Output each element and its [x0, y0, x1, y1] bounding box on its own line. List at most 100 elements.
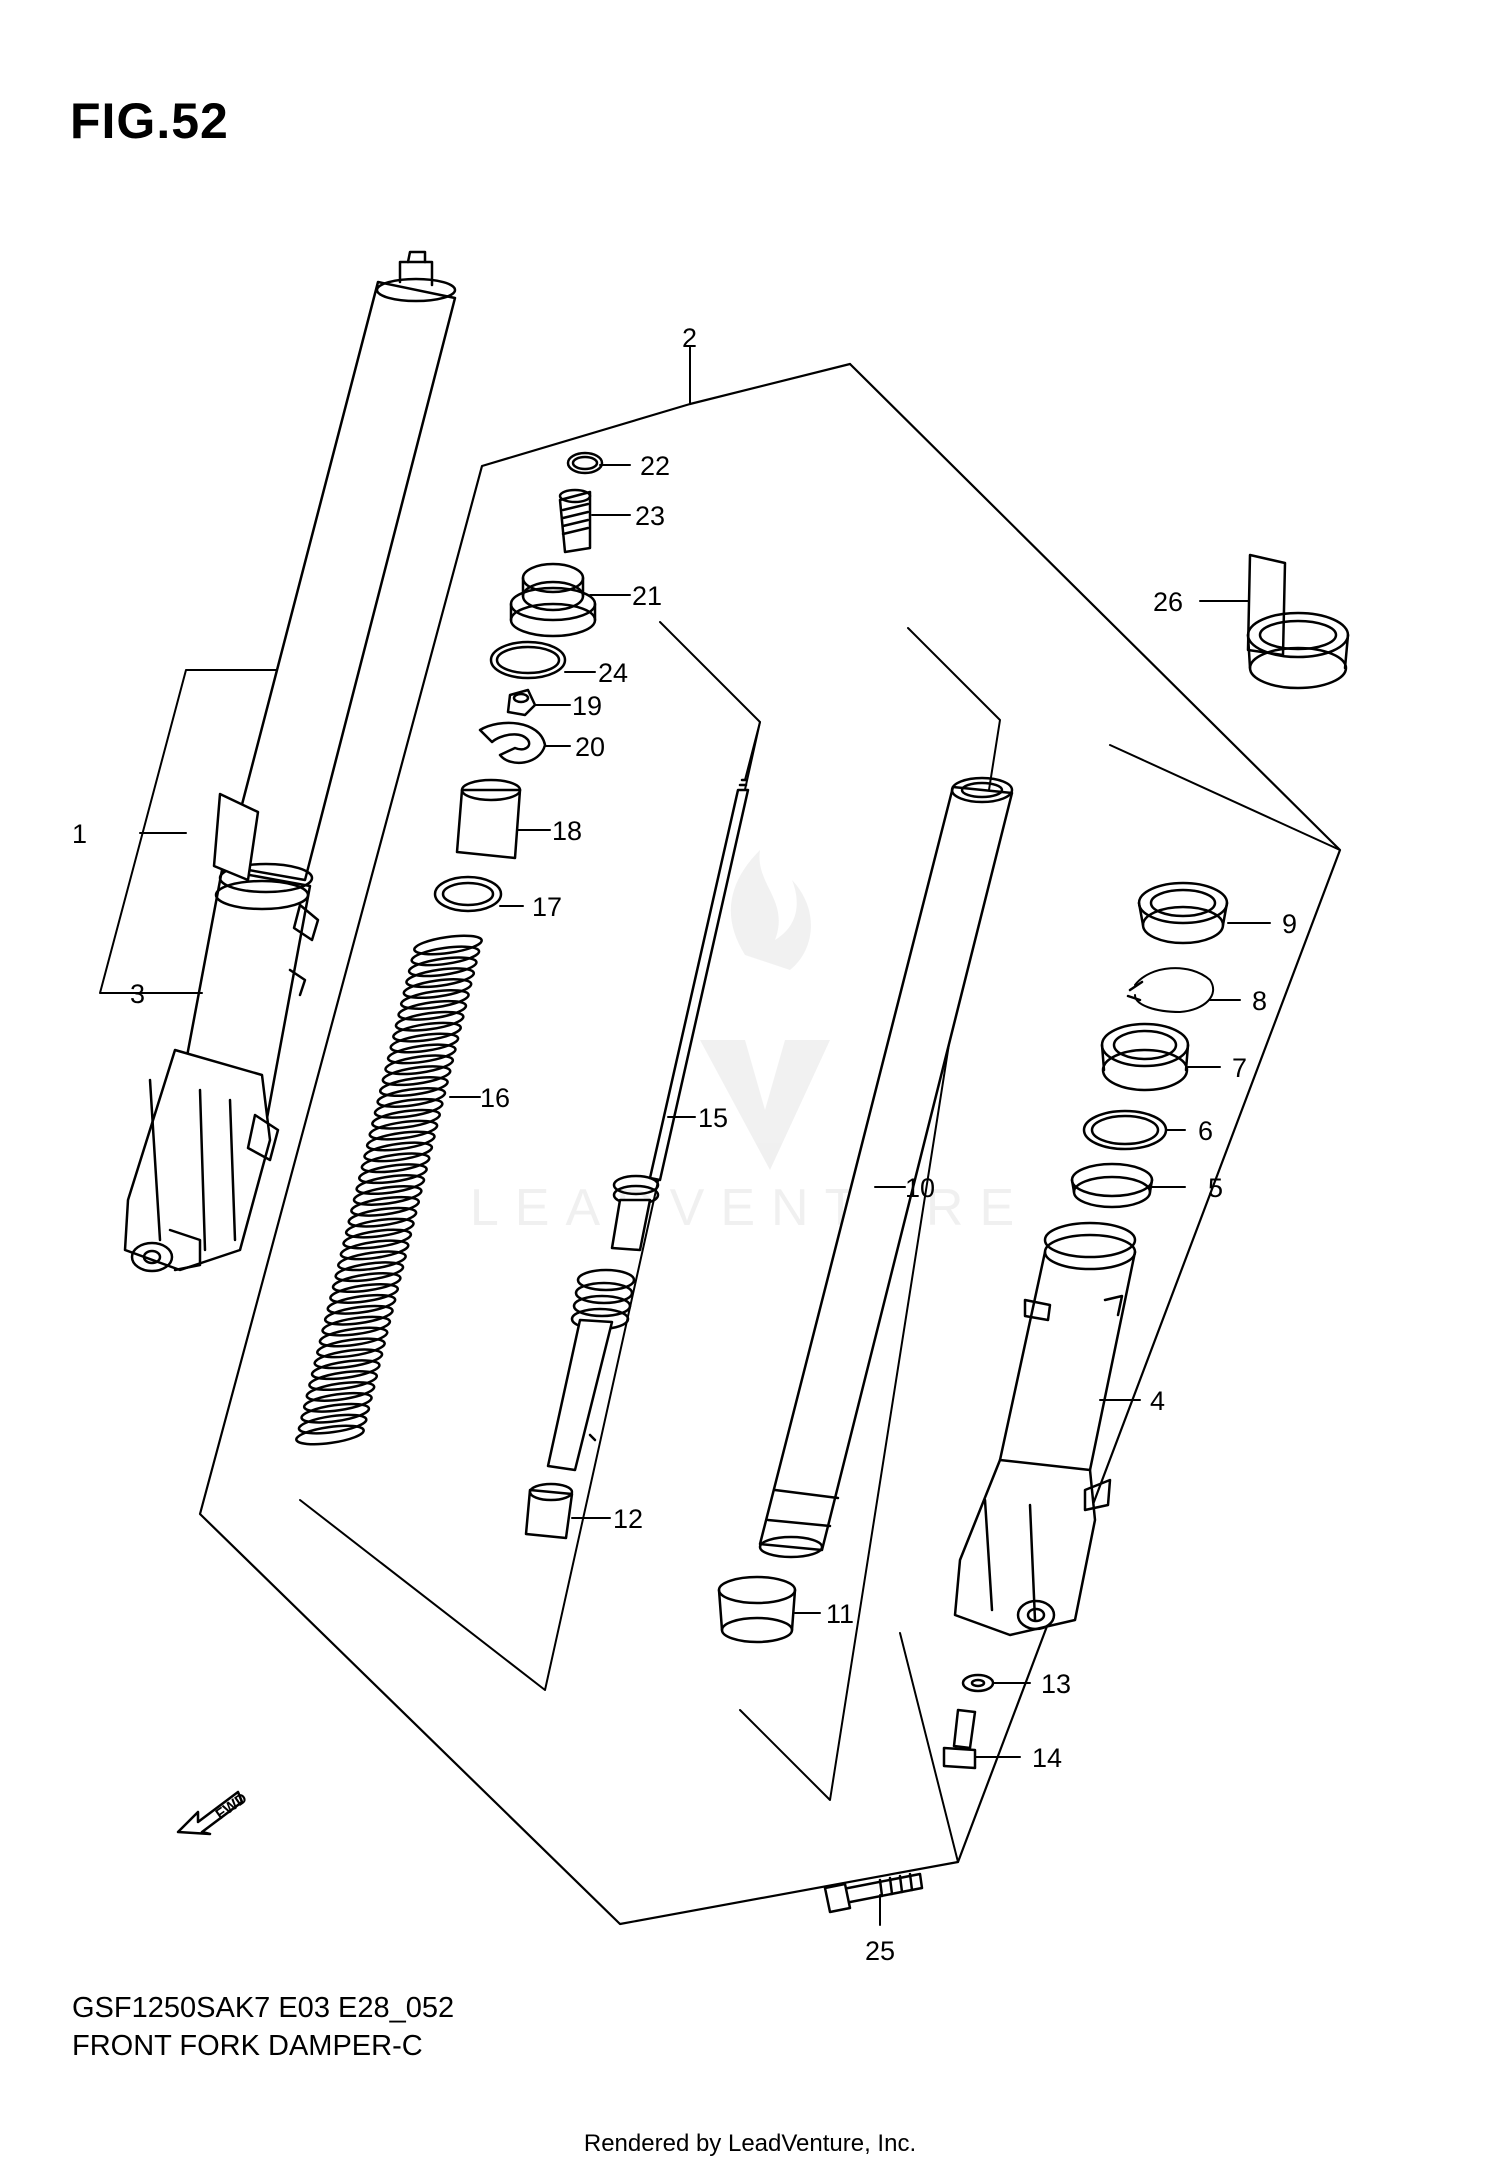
callout-adjuster: 23	[635, 501, 665, 531]
spring-coil	[399, 988, 470, 1010]
snap-ring-drawing	[1126, 967, 1215, 1013]
spring-coil	[376, 1086, 447, 1108]
spring-coil	[329, 1282, 400, 1304]
spring-coil	[410, 945, 481, 967]
spring-coil	[384, 1054, 455, 1076]
callout-fork-spring: 16	[480, 1083, 510, 1113]
spring-coil	[302, 1391, 373, 1413]
oil-seal-drawing	[1100, 1022, 1190, 1092]
spring-coil	[337, 1250, 407, 1272]
guide-bushing-drawing	[1070, 1162, 1154, 1209]
outer-tube-drawing	[953, 1221, 1137, 1637]
outer-bracket	[1109, 744, 1341, 851]
callout-oil-lock-piece: 12	[613, 1504, 643, 1534]
fwd-label: FWD	[213, 1790, 251, 1824]
spring-coil	[392, 1021, 462, 1043]
spring-coil	[360, 1152, 431, 1174]
callout-snap-ring: 8	[1252, 986, 1267, 1016]
spring-coil	[310, 1359, 381, 1381]
figure-title: FIG.52	[70, 93, 229, 149]
callout-oil-seal: 7	[1232, 1053, 1247, 1083]
spring-coil	[381, 1065, 452, 1087]
callout-spacer: 18	[552, 816, 582, 846]
callout-axle-pinch-bolt: 25	[865, 1936, 895, 1966]
spring-coil	[326, 1293, 397, 1315]
spring-coil	[342, 1228, 413, 1250]
spring-coil	[363, 1141, 434, 1163]
fork-guard-clamp-drawing	[1246, 553, 1350, 690]
callout-lock-nut: 19	[572, 691, 602, 721]
callout-labels: 1234567891011121314151617181920212223242…	[72, 323, 1297, 1966]
spring-coil	[407, 956, 478, 978]
bracket-1	[99, 669, 283, 994]
callout-inner-tube: 10	[905, 1173, 935, 1203]
spring-seat-drawing	[433, 875, 503, 913]
callout-cap-bolt: 21	[632, 581, 662, 611]
stopper-drawing	[478, 721, 547, 765]
spring-coil	[308, 1370, 379, 1392]
spring-coil	[305, 1380, 376, 1402]
spring-bracket	[299, 621, 761, 1691]
spring-coil	[297, 1413, 368, 1435]
spring-coil	[373, 1097, 444, 1119]
spring-coil	[331, 1272, 402, 1294]
figure-name: FRONT FORK DAMPER-C	[72, 2030, 423, 2062]
spring-coil	[295, 1424, 365, 1446]
spring-coil	[347, 1206, 418, 1228]
oil-lock-piece-drawing	[524, 1482, 574, 1540]
spring-coil	[352, 1184, 423, 1206]
leader-lines	[139, 464, 1271, 1926]
leadventure-watermark: LEADVENTURE	[470, 850, 1030, 1237]
spring-coil	[357, 1163, 428, 1185]
spring-coil	[365, 1130, 436, 1152]
callout-gasket: 13	[1041, 1669, 1071, 1699]
callout-dust-seal: 9	[1282, 909, 1297, 939]
o-ring-large-drawing	[489, 640, 567, 680]
v-logo-icon	[700, 1040, 830, 1170]
washer-seal-drawing	[1082, 1109, 1168, 1151]
spring-coil	[405, 967, 476, 989]
inner-tube-drawing	[758, 776, 1014, 1559]
callout-slide-bushing: 11	[826, 1599, 854, 1629]
watermark-text: LEADVENTURE	[470, 1179, 1030, 1237]
spring-coil	[389, 1032, 460, 1054]
pinch-bolt-drawing	[823, 1872, 924, 1914]
spacer-drawing	[455, 778, 522, 860]
spring-coil	[350, 1195, 421, 1217]
spring-coil	[413, 934, 483, 956]
spring-coil	[318, 1326, 389, 1348]
slide-bushing-drawing	[717, 1575, 797, 1644]
callout-spring-seat: 17	[532, 892, 562, 922]
spring-coil	[300, 1402, 371, 1424]
callout-o-ring-small: 22	[640, 451, 670, 481]
rod-bracket	[744, 721, 761, 781]
spring-coil	[397, 999, 468, 1021]
dust-seal-drawing	[1137, 881, 1229, 945]
flame-logo-icon	[730, 850, 811, 970]
callout-damper-bolt: 14	[1032, 1743, 1062, 1773]
spring-coil	[339, 1239, 410, 1261]
damper-rod-drawing	[546, 778, 750, 1472]
lock-nut-drawing	[506, 688, 537, 717]
spring-coil	[402, 978, 473, 1000]
callout-outer-tube-right: 3	[130, 979, 145, 1009]
spring-coil	[313, 1348, 384, 1370]
spring-coil	[355, 1174, 426, 1196]
spring-coil	[344, 1217, 415, 1239]
callout-guide-bushing: 5	[1208, 1173, 1223, 1203]
spring-coil	[371, 1108, 441, 1130]
callout-o-ring-large: 24	[598, 658, 628, 688]
fork-assembly-drawing	[123, 250, 457, 1273]
callout-damper-rod: 15	[698, 1103, 728, 1133]
fork-spring-drawing	[295, 934, 483, 1446]
callout-washer-seal: 6	[1198, 1116, 1213, 1146]
adjuster-drawing	[558, 488, 592, 554]
fwd-arrow-icon: FWD	[176, 1790, 251, 1836]
spring-coil	[323, 1304, 394, 1326]
spring-coil	[316, 1337, 386, 1359]
spring-coil	[386, 1043, 457, 1065]
cap-bolt-drawing	[509, 562, 597, 638]
tube-bracket	[739, 627, 1001, 1801]
